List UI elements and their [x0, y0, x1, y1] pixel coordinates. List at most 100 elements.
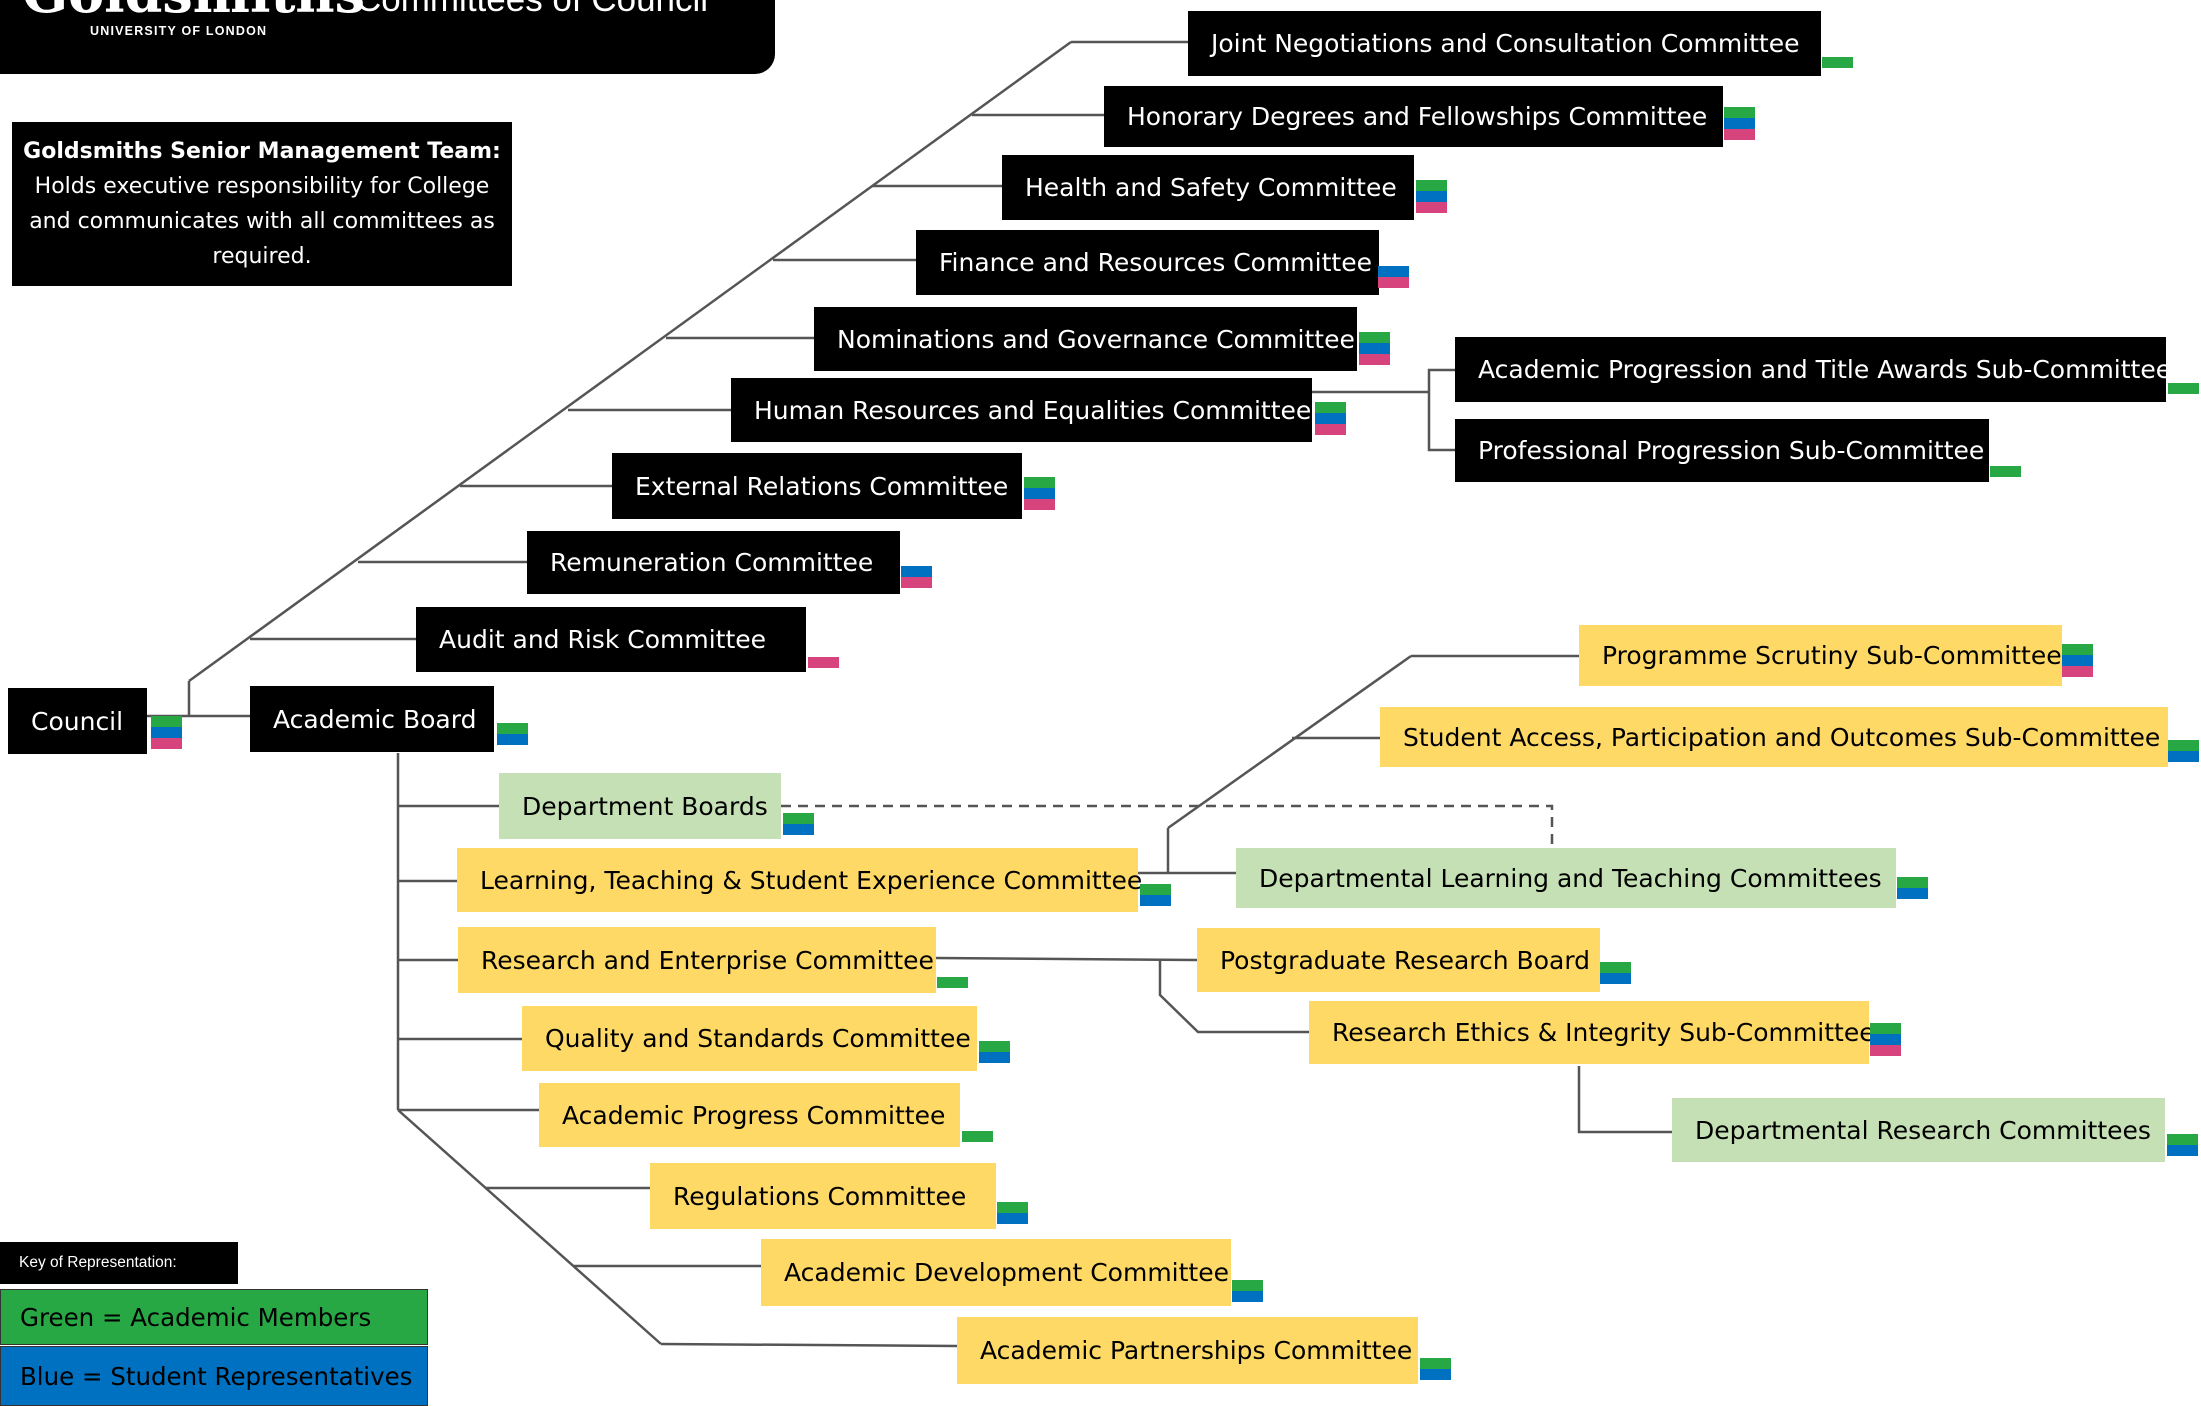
bar-pink — [1024, 499, 1055, 510]
representation-bars — [2168, 740, 2199, 762]
senior-management-team-note: Goldsmiths Senior Management Team: Holds… — [12, 122, 512, 286]
node-academic-progression-title-awards: Academic Progression and Title Awards Su… — [1455, 337, 2171, 402]
bar-student — [2168, 751, 2199, 762]
representation-bars — [1724, 107, 1755, 140]
bar-academic — [937, 977, 968, 988]
node-academic-board: Academic Board — [250, 686, 494, 752]
node-council: Council — [8, 688, 147, 754]
bar-student — [1416, 191, 1447, 202]
representation-bars — [979, 1041, 1010, 1063]
bar-student — [1140, 895, 1171, 906]
bar-academic — [2168, 740, 2199, 751]
representation-bars — [1420, 1358, 1451, 1380]
bar-student — [1897, 888, 1928, 899]
bar-academic — [1600, 962, 1631, 973]
node-research-and-enterprise: Research and Enterprise Committee — [458, 927, 936, 993]
node-quality-and-standards: Quality and Standards Committee — [522, 1006, 977, 1071]
node-student-access-participation-outcomes: Student Access, Participation and Outcom… — [1380, 707, 2168, 767]
representation-bars — [1600, 962, 1631, 984]
node-learning-teaching-student-experience: Learning, Teaching & Student Experience … — [457, 848, 1142, 912]
node-departmental-research: Departmental Research Committees — [1672, 1098, 2165, 1162]
bar-pink — [151, 738, 182, 749]
bar-student — [979, 1052, 1010, 1063]
bar-student — [1870, 1034, 1901, 1045]
bar-student — [1359, 343, 1390, 354]
bar-academic — [2167, 1134, 2198, 1145]
bar-student — [1232, 1291, 1263, 1302]
node-programme-scrutiny: Programme Scrutiny Sub-Committee — [1579, 625, 2062, 686]
bar-pink — [1378, 277, 1409, 288]
bar-academic — [1990, 466, 2021, 477]
node-joint-negotiations: Joint Negotiations and Consultation Comm… — [1188, 11, 1821, 76]
bar-academic — [997, 1202, 1028, 1213]
representation-bars — [962, 1131, 993, 1142]
bar-pink — [1724, 129, 1755, 140]
key-title: Key of Representation: — [0, 1242, 238, 1284]
representation-bars — [1870, 1023, 1901, 1056]
representation-bars — [808, 657, 839, 668]
representation-bars — [997, 1202, 1028, 1224]
bar-academic — [1416, 180, 1447, 191]
bar-academic — [783, 813, 814, 824]
node-audit-and-risk: Audit and Risk Committee — [416, 607, 806, 672]
bar-academic — [2168, 383, 2199, 394]
representation-bars — [2168, 383, 2199, 394]
bar-academic — [1420, 1358, 1451, 1369]
representation-bars — [1378, 266, 1409, 288]
bar-academic — [1359, 332, 1390, 343]
bar-pink — [1416, 202, 1447, 213]
page-title: Committees of Council — [356, 0, 708, 17]
bar-student — [1600, 973, 1631, 984]
node-remuneration: Remuneration Committee — [527, 531, 900, 594]
representation-bars — [2062, 644, 2093, 677]
key-academic-members: Green = Academic Members — [0, 1289, 428, 1345]
representation-bars — [1359, 332, 1390, 365]
bar-student — [1724, 118, 1755, 129]
node-finance-and-resources: Finance and Resources Committee — [916, 230, 1379, 295]
node-academic-development: Academic Development Committee — [761, 1239, 1231, 1306]
node-honorary-degrees: Honorary Degrees and Fellowships Committ… — [1104, 86, 1723, 147]
bar-student — [497, 734, 528, 745]
node-health-and-safety: Health and Safety Committee — [1002, 155, 1414, 220]
node-academic-progress: Academic Progress Committee — [539, 1083, 960, 1147]
logo-subtitle: UNIVERSITY OF LONDON — [90, 24, 268, 38]
node-human-resources: Human Resources and Equalities Committee — [731, 378, 1312, 442]
node-departmental-learning-teaching: Departmental Learning and Teaching Commi… — [1236, 848, 1896, 908]
representation-bars — [1990, 466, 2021, 477]
bar-student — [783, 824, 814, 835]
bar-student — [997, 1213, 1028, 1224]
node-external-relations: External Relations Committee — [612, 453, 1022, 519]
representation-bars — [1140, 884, 1171, 906]
bar-pink — [2062, 666, 2093, 677]
representation-bars — [783, 813, 814, 835]
representation-bars — [1232, 1280, 1263, 1302]
bar-academic — [497, 723, 528, 734]
node-professional-progression: Professional Progression Sub-Committee — [1455, 419, 1989, 482]
bar-student — [151, 727, 182, 738]
bar-student — [2062, 655, 2093, 666]
header-banner: Goldsmiths UNIVERSITY OF LONDON Committe… — [0, 0, 775, 74]
representation-bars — [497, 723, 528, 745]
bar-academic — [1140, 884, 1171, 895]
representation-bars — [1416, 180, 1447, 213]
smt-title: Goldsmiths Senior Management Team: — [23, 139, 501, 164]
bar-student — [1420, 1369, 1451, 1380]
bar-student — [1378, 266, 1409, 277]
bar-student — [2167, 1145, 2198, 1156]
bar-pink — [1359, 354, 1390, 365]
representation-bars — [2167, 1134, 2198, 1156]
bar-academic — [1897, 877, 1928, 888]
representation-bars — [1024, 477, 1055, 510]
bar-academic — [1822, 57, 1853, 68]
representation-bars — [901, 566, 932, 588]
bar-academic — [1024, 477, 1055, 488]
representation-bars — [1315, 402, 1346, 435]
representation-bars — [1822, 57, 1853, 68]
bar-student — [901, 566, 932, 577]
key-student-representatives: Blue = Student Representatives — [0, 1346, 428, 1406]
bar-student — [1024, 488, 1055, 499]
bar-academic — [151, 716, 182, 727]
smt-body: Holds executive responsibility for Colle… — [29, 174, 495, 269]
node-research-ethics-integrity: Research Ethics & Integrity Sub-Committe… — [1309, 1001, 1875, 1064]
